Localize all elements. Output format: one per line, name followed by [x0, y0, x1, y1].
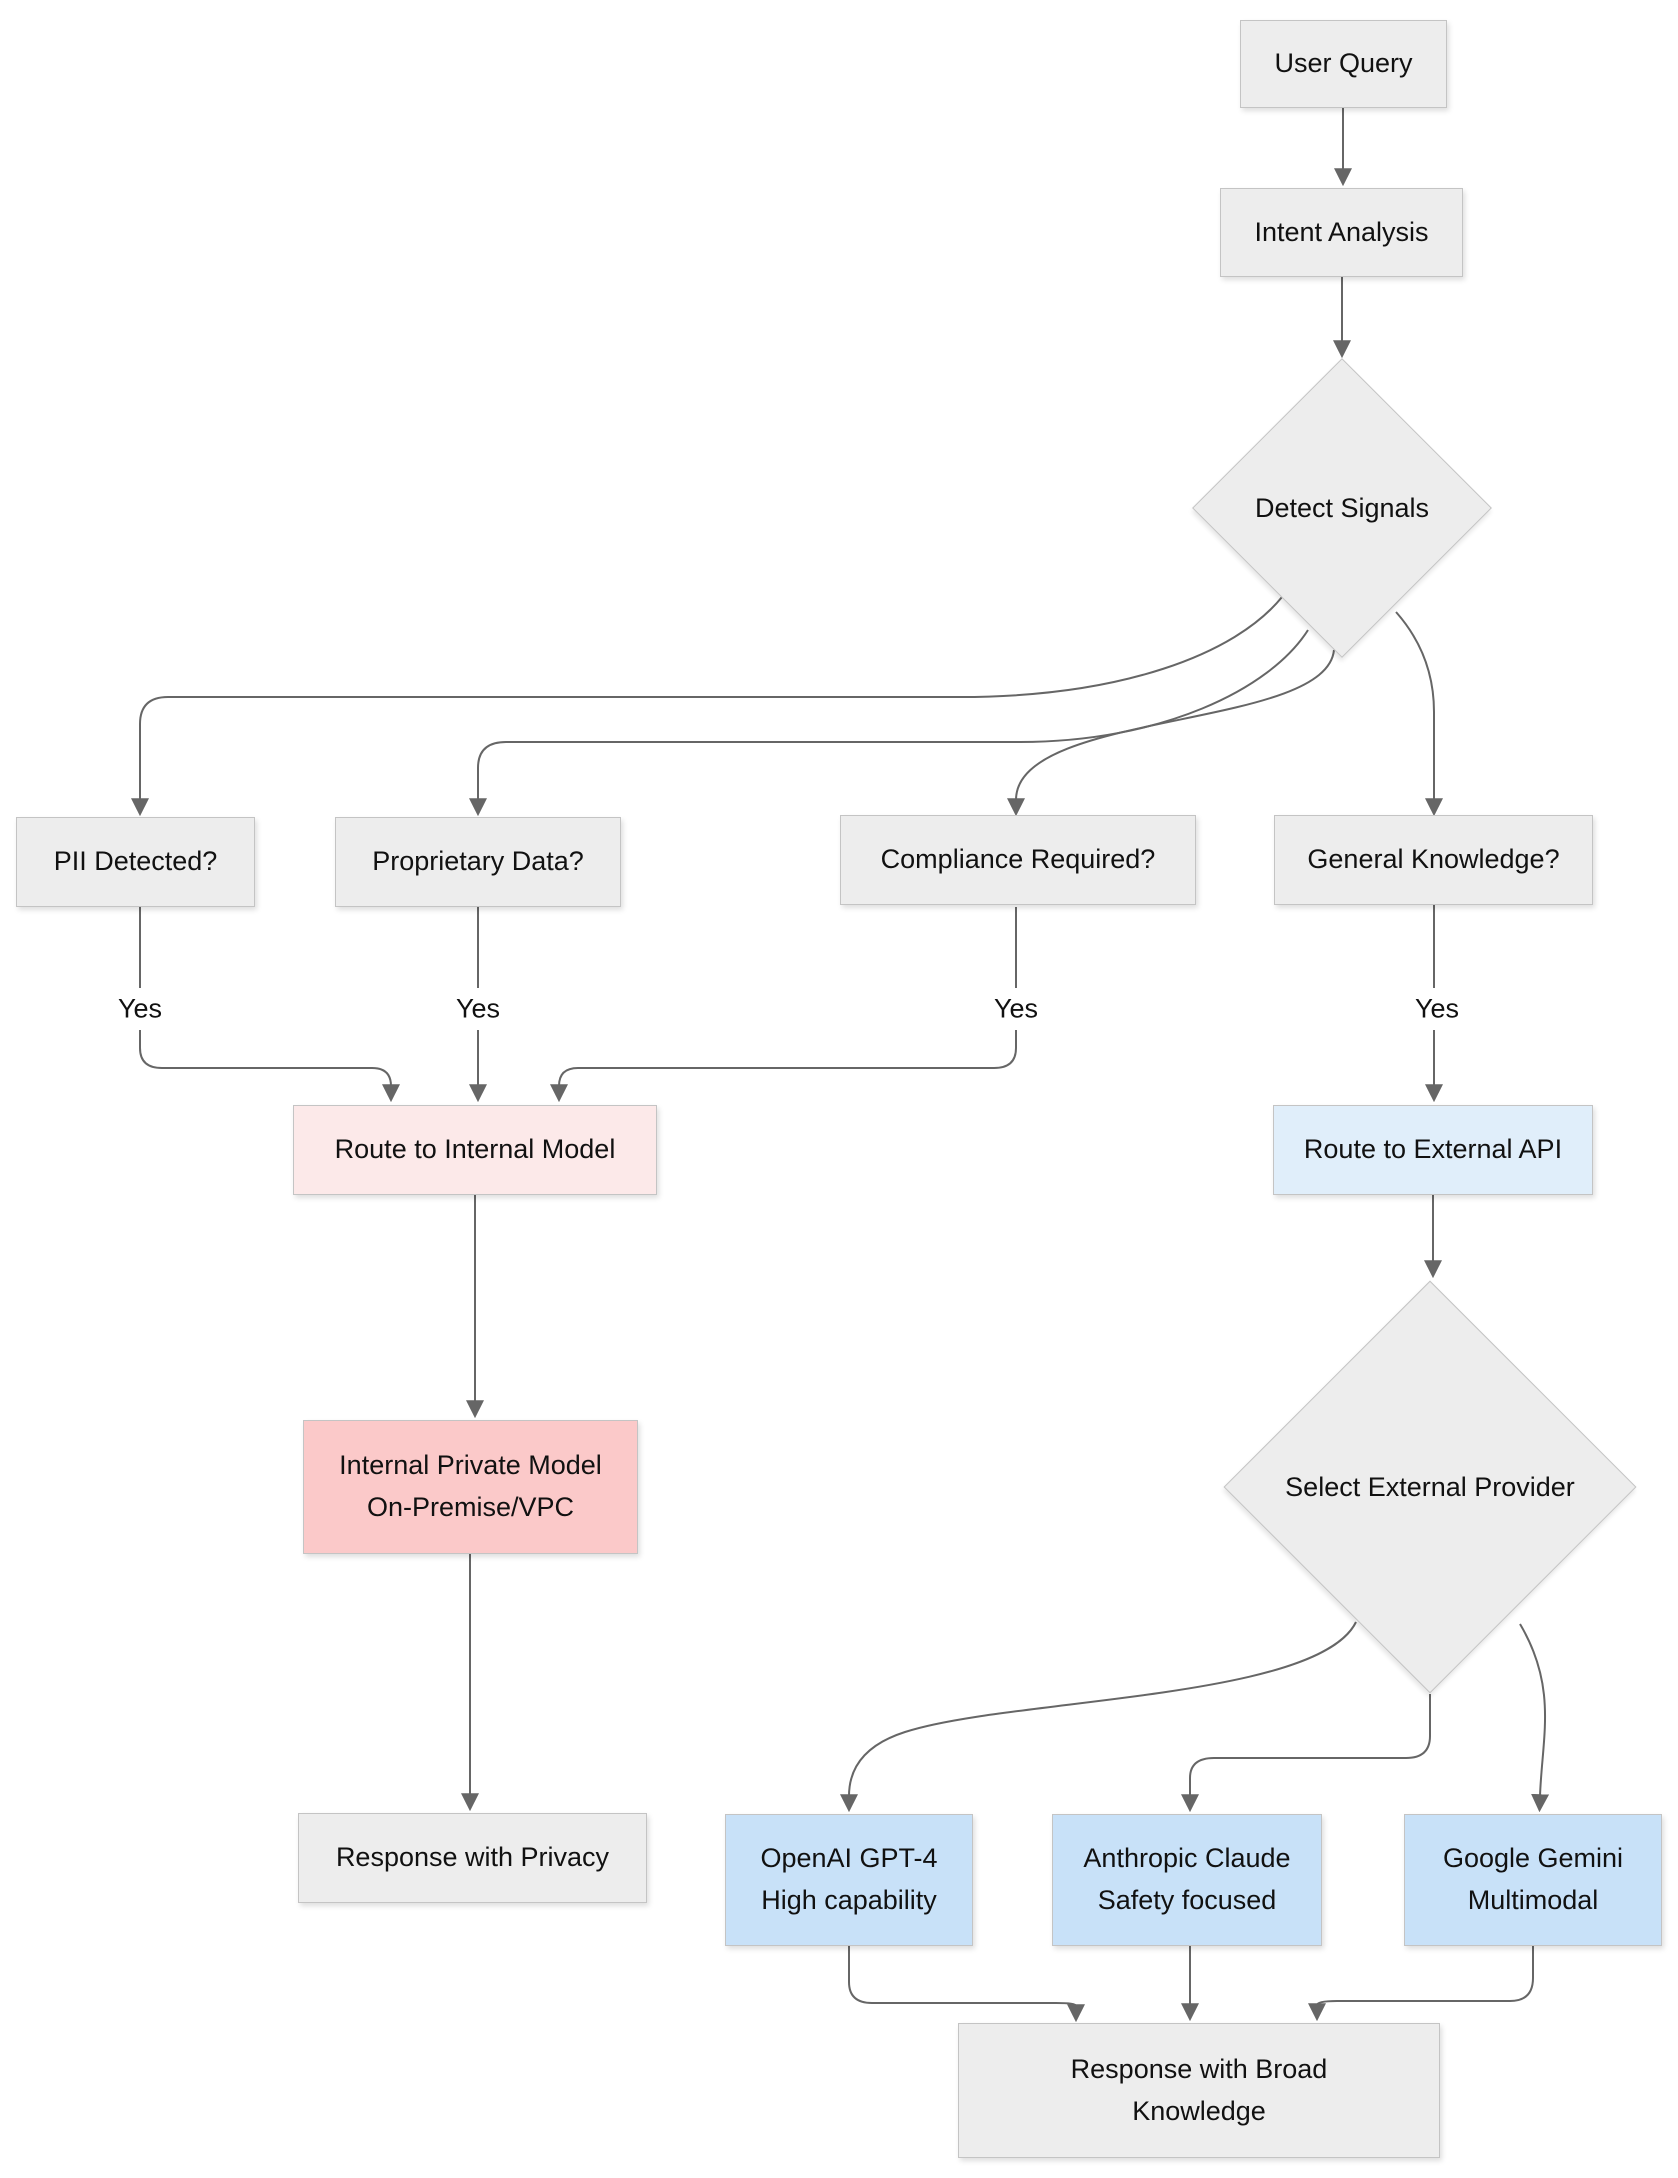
node-label-line1: Anthropic Claude	[1083, 1843, 1291, 1874]
node-label-line2: On-Premise/VPC	[366, 1492, 575, 1522]
edge-label-yes-pii: Yes	[109, 993, 171, 1025]
edge-detect-pii	[131, 596, 1283, 817]
node-route-internal: Route to Internal Model	[293, 1105, 657, 1195]
edge-compliance-routeinternal	[550, 1030, 1017, 1103]
edge-label-yes-general: Yes	[1406, 993, 1468, 1025]
node-response-privacy: Response with Privacy	[298, 1813, 647, 1903]
node-general-knowledge: General Knowledge?	[1274, 815, 1593, 905]
node-detect-signals: Detect Signals	[1222, 488, 1462, 528]
node-intent-analysis: Intent Analysis	[1220, 188, 1463, 277]
node-anthropic-claude: Anthropic Claude Safety focused	[1052, 1814, 1322, 1946]
edge-detect-proprietary	[469, 629, 1309, 817]
node-label-line1: Google Gemini	[1442, 1843, 1624, 1874]
node-label: PII Detected?	[53, 846, 218, 877]
node-label: Route to External API	[1303, 1134, 1563, 1165]
node-label: User Query	[1274, 48, 1413, 79]
node-google-gemini: Google Gemini Multimodal	[1404, 1814, 1662, 1946]
node-label-line1: Response with Broad	[1070, 2053, 1328, 2084]
edge-select-openai	[840, 1621, 1357, 1813]
node-internal-private-model: Internal Private Model On-Premise/VPC	[303, 1420, 638, 1554]
edge-detect-compliance	[1007, 649, 1335, 817]
node-label: Intent Analysis	[1254, 216, 1429, 247]
node-label-line2: Knowledge	[1132, 2095, 1266, 2126]
node-label-line2: High capability	[761, 1885, 937, 1915]
edge-select-gemini	[1519, 1623, 1550, 1813]
edge-label-yes-proprietary: Yes	[447, 993, 509, 1025]
node-proprietary-data: Proprietary Data?	[335, 817, 621, 907]
node-label-line2: Safety focused	[1097, 1885, 1277, 1915]
node-compliance-required: Compliance Required?	[840, 815, 1196, 905]
edge-pii-routeinternal	[139, 1030, 400, 1103]
edge-detect-general	[1395, 611, 1443, 817]
node-pii-detected: PII Detected?	[16, 817, 255, 907]
node-response-broad: Response with Broad Knowledge	[958, 2023, 1440, 2158]
node-label: Select External Provider	[1285, 1471, 1575, 1502]
node-label: Proprietary Data?	[372, 846, 584, 877]
node-openai-gpt4: OpenAI GPT-4 High capability	[725, 1814, 973, 1946]
edge-gemini-responsebroad	[1308, 1946, 1534, 2022]
node-label: Detect Signals	[1254, 492, 1430, 523]
node-label-line2: Multimodal	[1467, 1885, 1599, 1915]
node-label: Response with Privacy	[335, 1842, 610, 1873]
node-label-line1: OpenAI GPT-4	[760, 1843, 938, 1874]
edge-select-anthropic	[1181, 1694, 1431, 1813]
edge-label-yes-compliance: Yes	[985, 993, 1047, 1025]
node-label: Compliance Required?	[880, 844, 1156, 875]
node-label-line1: Internal Private Model	[339, 1450, 602, 1481]
node-label: General Knowledge?	[1307, 844, 1560, 875]
node-user-query: User Query	[1240, 20, 1447, 108]
node-label: Route to Internal Model	[334, 1134, 616, 1165]
edge-openai-responsebroad	[848, 1946, 1085, 2023]
node-select-provider: Select External Provider	[1280, 1467, 1580, 1507]
node-route-external: Route to External API	[1273, 1105, 1593, 1195]
